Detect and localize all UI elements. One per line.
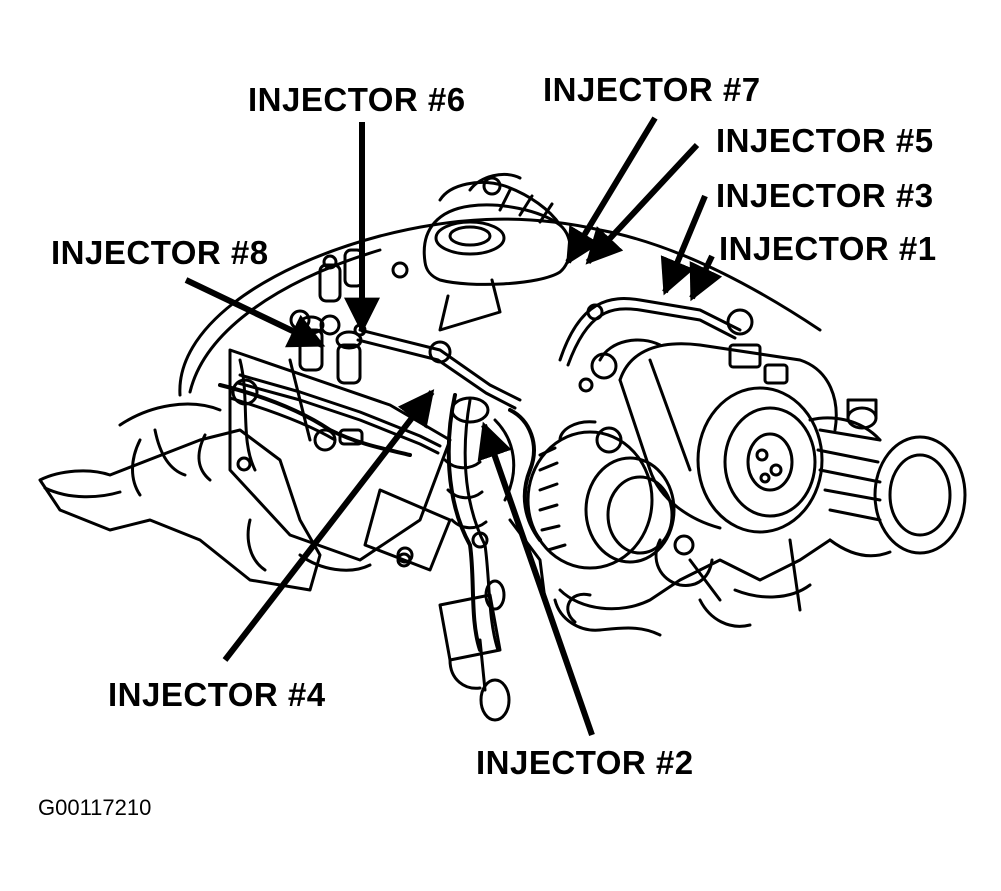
air-cleaner <box>726 308 967 558</box>
label-injector-3: INJECTOR #3 <box>716 177 934 214</box>
alternator-center <box>526 420 676 570</box>
label-injector-1: INJECTOR #1 <box>719 230 937 267</box>
leader-injector-4 <box>222 389 435 662</box>
leader-injector-1 <box>689 254 723 302</box>
center-bracket <box>363 488 452 572</box>
leader-injector-3 <box>660 194 708 296</box>
label-injector-4: INJECTOR #4 <box>108 676 326 713</box>
ac-compressor <box>590 338 838 534</box>
left-exhaust <box>38 428 322 592</box>
label-injector-8: INJECTOR #8 <box>51 234 269 271</box>
throttle-body <box>422 173 572 332</box>
fuel-rail-crossover <box>358 328 522 402</box>
leader-injector-7 <box>565 116 658 266</box>
label-injector-5: INJECTOR #5 <box>716 122 934 159</box>
label-injector-6: INJECTOR #6 <box>248 81 466 118</box>
center-harness <box>446 393 482 652</box>
fuel-rail-left <box>238 373 442 448</box>
leader-injector-2 <box>477 421 595 736</box>
sensor-bottom <box>438 579 511 722</box>
label-injector-2: INJECTOR #2 <box>476 744 694 781</box>
leader-injector-8 <box>184 277 326 348</box>
figure-id: G00117210 <box>38 795 152 820</box>
leader-injector-5 <box>585 142 700 265</box>
callout-leaders <box>184 116 723 736</box>
fuel-rail-right <box>558 297 742 362</box>
label-injector-7: INJECTOR #7 <box>543 71 761 108</box>
